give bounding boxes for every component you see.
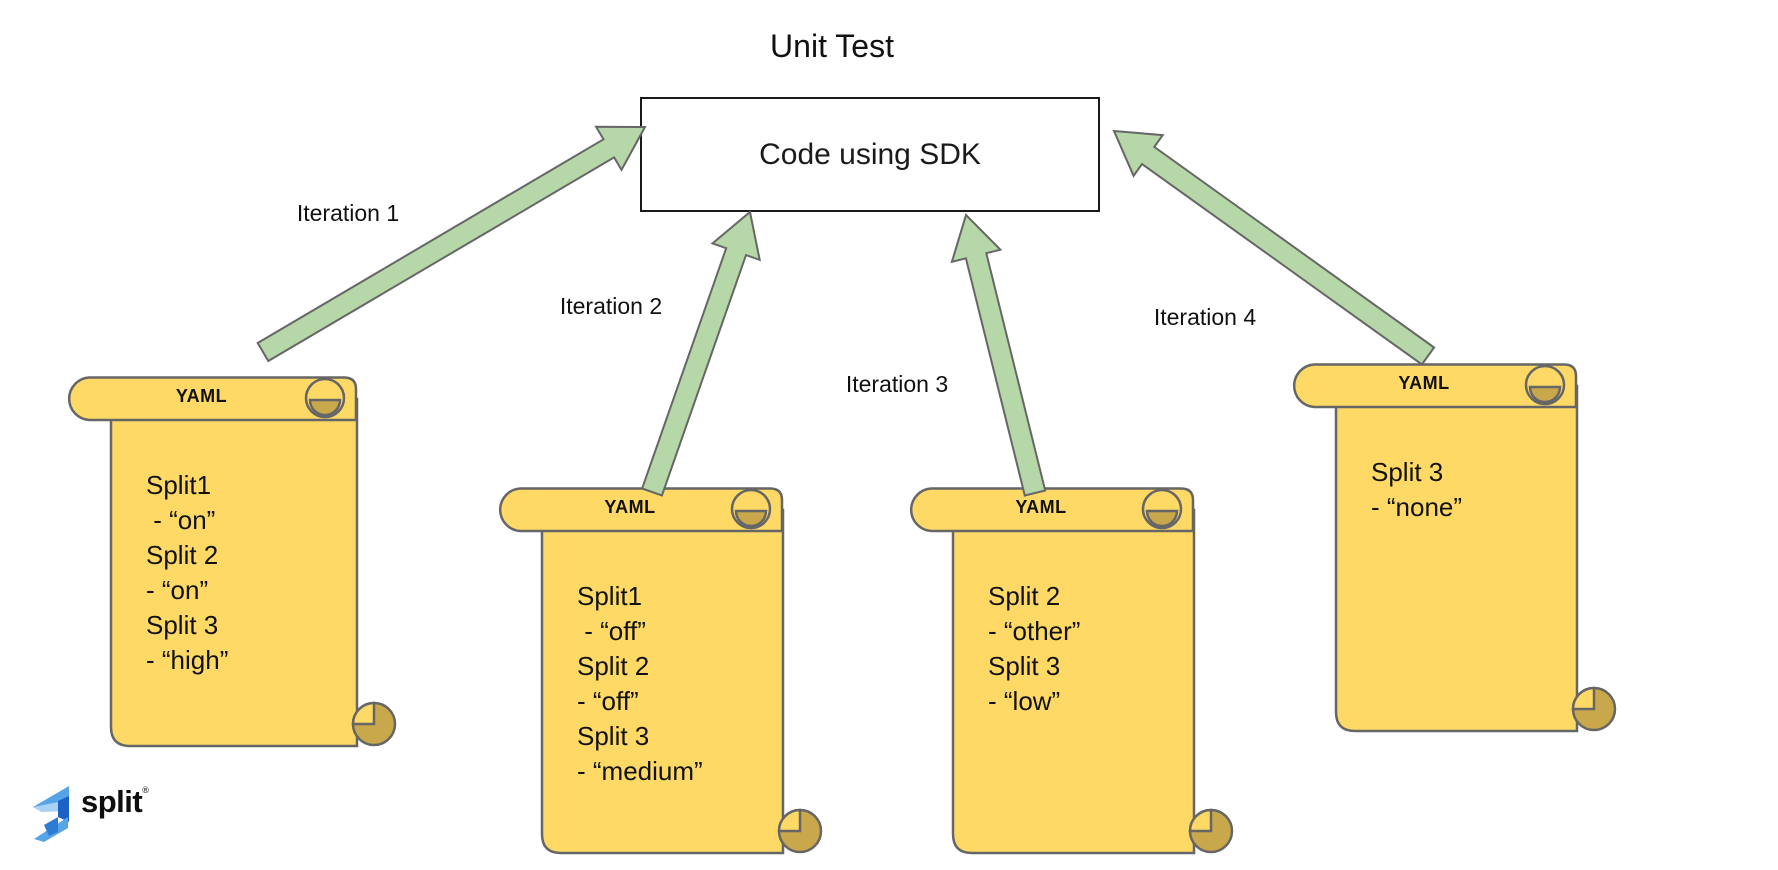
yaml-header: YAML xyxy=(1398,373,1450,393)
scroll-top-roll xyxy=(909,487,1195,533)
split-logo-icon xyxy=(33,786,69,842)
code-sdk-box-label: Code using SDK xyxy=(759,137,981,171)
scroll-line: Split 2 xyxy=(577,651,650,681)
scroll-line: - “high” xyxy=(146,645,229,675)
trademark-symbol: ® xyxy=(142,785,149,795)
scroll-line: - “on” xyxy=(146,575,209,605)
yaml-header: YAML xyxy=(604,497,656,517)
yaml-scroll-3: YAML Split 2 - “other” Split 3 - “low” xyxy=(908,487,1239,855)
scroll-text: Split 3 - “none” xyxy=(1371,455,1462,525)
scroll-body xyxy=(951,508,1196,855)
yaml-scroll-1: YAML Split1 - “on” Split 2 - “on” Split 3 - … xyxy=(66,376,402,748)
yaml-header: YAML xyxy=(1015,497,1067,517)
scroll-line: - “medium” xyxy=(577,756,703,786)
yaml-header: YAML xyxy=(175,386,228,406)
scroll-line: Split1 xyxy=(577,581,643,611)
yaml-scroll-4: YAML Split 3 - “none” xyxy=(1291,363,1622,733)
scroll-top-roll xyxy=(1292,363,1578,409)
scroll-line: - “none” xyxy=(1371,492,1463,522)
split-logo: split® xyxy=(32,784,149,842)
scroll-text: Split1 - “on” Split 2 - “on” Split 3 - “high… xyxy=(146,468,228,678)
scroll-top-roll xyxy=(498,487,784,533)
scroll-line: - “other” xyxy=(988,616,1081,646)
iteration-2-arrow xyxy=(640,210,762,497)
scroll-line: - “off” xyxy=(577,616,646,646)
iteration-1-label: Iteration 1 xyxy=(296,200,400,226)
scroll-line: Split 3 xyxy=(988,651,1061,681)
scroll-line: Split 3 xyxy=(1371,457,1444,487)
iteration-4-label: Iteration 4 xyxy=(1153,304,1257,330)
scroll-top-roll xyxy=(67,376,358,422)
scroll-line: Split 3 xyxy=(577,721,650,751)
scroll-line: - “on” xyxy=(146,505,216,535)
scroll-line: - “off” xyxy=(577,686,639,716)
code-sdk-box: Code using SDK xyxy=(640,97,1100,212)
split-logo-text: split® xyxy=(81,784,149,819)
scroll-body xyxy=(540,508,785,855)
page-title: Unit Test xyxy=(770,28,894,64)
iteration-1-arrow xyxy=(256,125,647,363)
iteration-3-label: Iteration 3 xyxy=(845,371,949,397)
iteration-2-label: Iteration 2 xyxy=(559,293,663,319)
scroll-text: Split1 - “off” Split 2 - “off” Split 3 - “me… xyxy=(577,579,703,789)
scroll-line: - “low” xyxy=(988,686,1061,716)
yaml-scroll-2: YAML Split1 - “off” Split 2 - “off” Split 3… xyxy=(497,487,828,855)
scroll-text: Split 2 - “other” Split 3 - “low” xyxy=(988,579,1080,719)
scroll-line: Split 2 xyxy=(988,581,1061,611)
iteration-3-arrow xyxy=(950,213,1047,497)
scroll-line: Split 2 xyxy=(146,540,219,570)
scroll-line: Split1 xyxy=(146,470,212,500)
scroll-body xyxy=(1334,384,1579,733)
scroll-line: Split 3 xyxy=(146,610,219,640)
scroll-body xyxy=(109,397,359,748)
